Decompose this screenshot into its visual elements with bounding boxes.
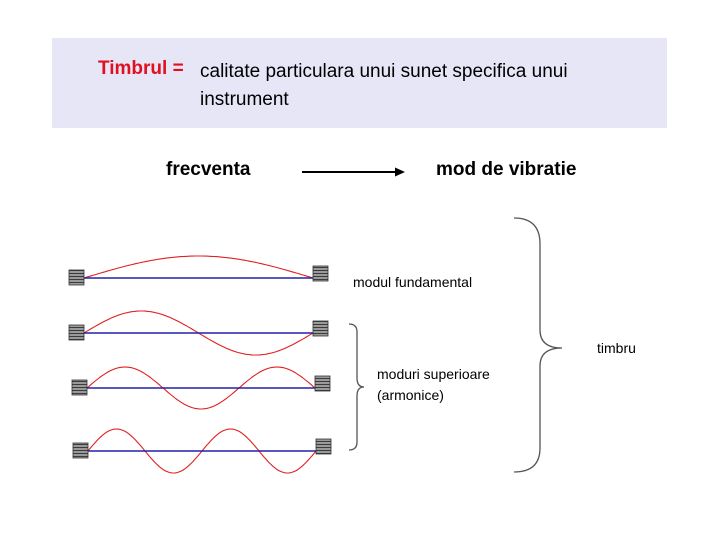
definition-banner — [52, 38, 667, 128]
vibration-mode-heading: mod de vibratie — [436, 159, 577, 180]
mode-2-string — [68, 310, 329, 356]
higher-modes-label: moduri superioare (armonice) — [377, 364, 490, 406]
mode-1-wave — [83, 255, 314, 279]
left-support-block — [68, 324, 85, 341]
definition-line-2: instrument — [200, 89, 289, 110]
right-support-block — [312, 320, 329, 337]
modes-group — [68, 255, 332, 474]
higher-modes-brace — [348, 323, 365, 451]
arrow-icon — [302, 167, 405, 177]
right-support-block — [314, 375, 331, 392]
mode-3-wave — [86, 366, 316, 410]
definition-term: Timbrul = — [98, 58, 184, 79]
higher-modes-label-line-1: moduri superioare — [377, 366, 490, 382]
mode-4-string — [72, 428, 332, 474]
frequency-heading: frecventa — [166, 159, 251, 180]
left-support-block — [71, 379, 88, 396]
fundamental-mode-label: modul fundamental — [353, 274, 473, 290]
timbre-label: timbru — [597, 340, 636, 356]
left-support-block — [72, 442, 89, 459]
definition-text: calitate particulara unui sunet specific… — [200, 58, 650, 114]
right-support-block — [315, 438, 332, 455]
left-support-block — [68, 269, 85, 286]
higher-modes-label-line-2: (armonice) — [377, 387, 444, 403]
mode-3-string — [71, 366, 331, 410]
right-support-block — [312, 265, 329, 282]
mode-1-string — [68, 255, 329, 286]
definition-line-1: calitate particulara unui sunet specific… — [200, 61, 568, 82]
timbre-brace — [513, 217, 563, 473]
